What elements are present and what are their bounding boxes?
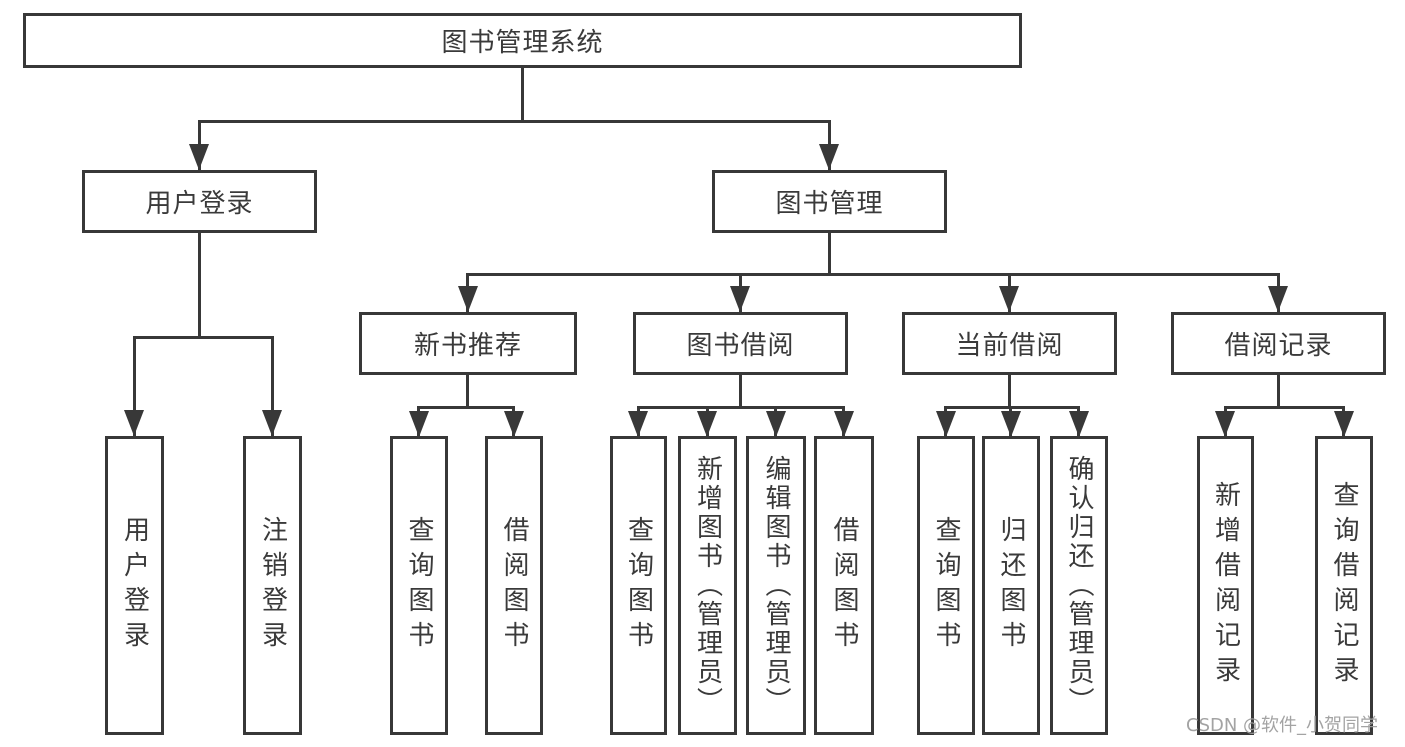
arrowhead: [936, 411, 956, 437]
leaf-user-login: 用户登录: [105, 436, 164, 735]
csdn-watermark: CSDN @软件_小贺同学: [1186, 715, 1379, 736]
arrowhead: [628, 411, 648, 437]
arrowhead: [504, 411, 524, 437]
leaf-borrow-query-books: 查询图书: [610, 436, 667, 735]
connector: [419, 406, 514, 409]
arrowhead: [999, 286, 1019, 312]
node-borrow-records-label: 借阅记录: [1224, 331, 1333, 361]
node-root: 图书管理系统: [23, 13, 1022, 68]
arrowhead: [189, 144, 209, 170]
leaf-current-query-books-label: 查询图书: [931, 515, 961, 656]
arrowhead: [458, 286, 478, 312]
leaf-borrow-add-books-admin-label: 新增图书（管理员）: [692, 455, 723, 716]
leaf-current-query-books: 查询图书: [917, 436, 975, 735]
arrowhead: [1334, 411, 1354, 437]
arrowhead: [1001, 411, 1021, 437]
connector: [946, 406, 1079, 409]
node-new-book-recommend-label: 新书推荐: [413, 331, 522, 361]
node-new-book-recommend: 新书推荐: [359, 312, 577, 375]
connector: [739, 375, 742, 406]
node-book-management: 图书管理: [712, 170, 947, 233]
leaf-records-query-record: 查询借阅记录: [1315, 436, 1373, 735]
leaf-recommend-borrow-books-label: 借阅图书: [499, 515, 529, 656]
arrowhead: [834, 411, 854, 437]
connector: [1277, 375, 1280, 406]
connector: [467, 273, 1280, 276]
leaf-records-query-record-label: 查询借阅记录: [1329, 480, 1359, 691]
leaf-current-return-books: 归还图书: [982, 436, 1040, 735]
arrowhead: [1069, 411, 1089, 437]
leaf-recommend-query-books-label: 查询图书: [404, 515, 434, 656]
arrowhead: [124, 410, 144, 436]
node-borrow-records: 借阅记录: [1171, 312, 1386, 375]
node-book-management-label: 图书管理: [775, 189, 884, 219]
leaf-records-add-record: 新增借阅记录: [1197, 436, 1254, 735]
leaf-recommend-borrow-books: 借阅图书: [485, 436, 543, 735]
leaf-borrow-borrow-books-label: 借阅图书: [829, 515, 859, 656]
connector: [271, 336, 274, 436]
connector: [466, 375, 469, 406]
arrowhead: [730, 286, 750, 312]
connector: [828, 233, 831, 273]
leaf-recommend-query-books: 查询图书: [390, 436, 448, 735]
leaf-borrow-query-books-label: 查询图书: [623, 515, 654, 656]
connector: [1008, 375, 1011, 406]
node-user-login-label: 用户登录: [145, 189, 254, 219]
leaf-logout: 注销登录: [243, 436, 302, 735]
connector: [133, 336, 136, 436]
node-current-borrow-label: 当前借阅: [955, 331, 1064, 361]
leaf-borrow-borrow-books: 借阅图书: [814, 436, 874, 735]
leaf-logout-label: 注销登录: [257, 515, 288, 656]
leaf-records-add-record-label: 新增借阅记录: [1210, 480, 1241, 691]
leaf-current-confirm-return-admin-label: 确认归还（管理员）: [1064, 455, 1094, 716]
connector: [1225, 406, 1344, 409]
arrowhead: [819, 144, 839, 170]
arrowhead: [1215, 411, 1235, 437]
connector: [521, 68, 524, 120]
arrowhead: [262, 410, 282, 436]
connector: [638, 406, 844, 409]
leaf-current-return-books-label: 归还图书: [996, 515, 1026, 656]
leaf-current-confirm-return-admin: 确认归还（管理员）: [1050, 436, 1108, 735]
arrowhead: [766, 411, 786, 437]
connector: [198, 233, 201, 336]
node-book-borrow: 图书借阅: [633, 312, 848, 375]
node-root-label: 图书管理系统: [441, 28, 604, 58]
connector: [133, 336, 274, 339]
arrowhead: [697, 411, 717, 437]
arrowhead: [409, 411, 429, 437]
connector: [198, 120, 831, 123]
node-current-borrow: 当前借阅: [902, 312, 1117, 375]
node-book-borrow-label: 图书借阅: [686, 331, 795, 361]
leaf-borrow-edit-books-admin: 编辑图书（管理员）: [746, 436, 806, 735]
node-user-login: 用户登录: [82, 170, 317, 233]
arrowhead: [1268, 286, 1288, 312]
leaf-borrow-add-books-admin: 新增图书（管理员）: [678, 436, 737, 735]
leaf-borrow-edit-books-admin-label: 编辑图书（管理员）: [761, 455, 791, 716]
leaf-user-login-label: 用户登录: [119, 515, 150, 656]
